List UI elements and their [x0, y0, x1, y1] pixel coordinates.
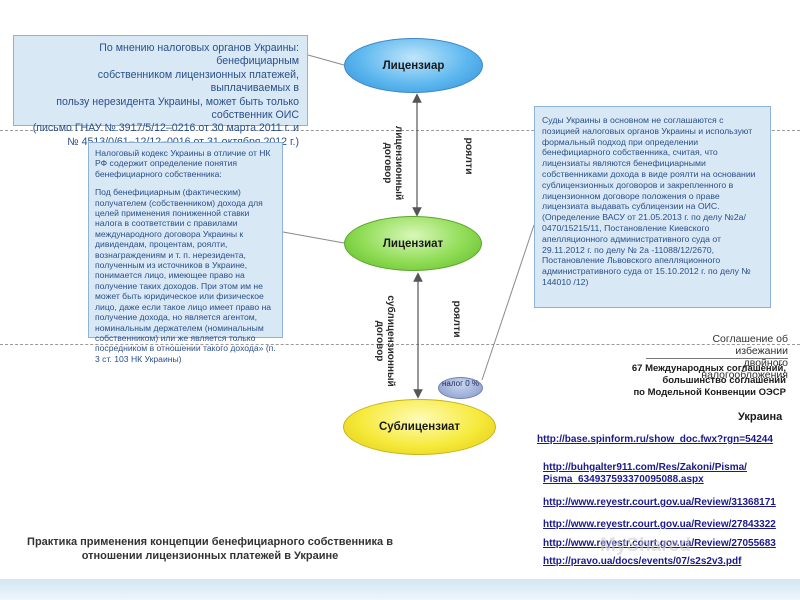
royalty-label-bottom: роялти [451, 300, 463, 338]
tax-authorities-position-box: По мнению налоговых органов Украины: бен… [13, 35, 308, 148]
tax-code-definition: Под бенефициарным (фактическим) получате… [95, 187, 276, 364]
tax-authorities-line: (письмо ГНАУ № 3917/5/12–0216 от 30 март… [32, 122, 299, 135]
tax-code-intro: Налоговый кодекс Украины в отличие от НК… [95, 148, 271, 179]
sublicense-agreement-label: сублицензионный договор [374, 295, 396, 387]
link-reyestr-27843322[interactable]: http://www.reyestr.court.gov.ua/Review/2… [543, 519, 776, 530]
link-buhgalter[interactable]: http://buhgalter911.com/Res/Zakoni/Pisma… [543, 462, 747, 486]
treaty-count-line: большинство соглашений [662, 375, 786, 386]
treaty-title-line: двойного налогообложения [701, 357, 788, 381]
courts-position-box: Суды Украины в основном не соглашаются с… [534, 106, 771, 308]
links-heading: Украина [738, 411, 783, 423]
licensee-node: Лицензиат [344, 216, 482, 271]
link-buhgalter-line: Pisma_634937593370095088.aspx [543, 474, 704, 485]
licensor-node: Лицензиар [344, 38, 483, 93]
link-reyestr-27055683[interactable]: http://www.reyestr.court.gov.ua/Review/2… [543, 538, 776, 549]
royalty-label-top: роялти [463, 137, 475, 175]
treaty-count: 67 Международных соглашений, большинство… [628, 363, 786, 399]
link-spinform[interactable]: http://base.spinform.ru/show_doc.fwx?rgn… [537, 434, 773, 445]
license-agreement-label: лицензионный договор [382, 125, 404, 201]
treaty-title: Соглашение об избежании двойного налогоо… [663, 333, 788, 381]
treaty-count-line: 67 Международных соглашений, [631, 363, 786, 374]
watermark-logo: MyShared [600, 535, 691, 556]
treaty-title-line: Соглашение об избежании [712, 333, 788, 357]
treaty-underline [646, 358, 788, 359]
separator-top [0, 130, 800, 131]
tax-authorities-line: собственником лицензионных платежей, вып… [97, 68, 299, 95]
separator-bottom [0, 344, 800, 345]
link-reyestr-31368171[interactable]: http://www.reyestr.court.gov.ua/Review/3… [543, 497, 776, 508]
connector-courts-box [481, 224, 535, 381]
courts-position-text: Суды Украины в основном не соглашаются с… [542, 115, 756, 212]
sublicensee-node: Сублицензиат [343, 399, 496, 455]
connector-licensee-box [282, 231, 345, 244]
slide-caption: Практика применения концепции бенефициар… [20, 535, 400, 563]
tax-authorities-line: По мнению налоговых органов Украины: бен… [99, 42, 299, 68]
footer-bar [0, 579, 800, 600]
caption-line: Практика применения концепции бенефициар… [27, 536, 393, 548]
tax-rate-badge: налог 0 % [438, 377, 483, 399]
caption-line: отношении лицензионных платежей в Украин… [81, 550, 339, 562]
tax-code-definition-box: Налоговый кодекс Украины в отличие от НК… [88, 142, 283, 364]
courts-citation: (Определение ВАСУ от 21.05.2013 г. по де… [542, 212, 751, 287]
link-buhgalter-line: http://buhgalter911.com/Res/Zakoni/Pisma… [543, 462, 747, 473]
connector-licensor-box [307, 54, 345, 66]
link-pravo[interactable]: http://pravo.ua/docs/events/07/s2s2v3.pd… [543, 556, 742, 567]
tax-authorities-line: пользу нерезидента Украины, может быть т… [56, 95, 299, 108]
tax-authorities-line: собственник ОИС [211, 109, 299, 122]
treaty-count-line: по Модельной Конвенции ОЭСР [633, 387, 786, 398]
